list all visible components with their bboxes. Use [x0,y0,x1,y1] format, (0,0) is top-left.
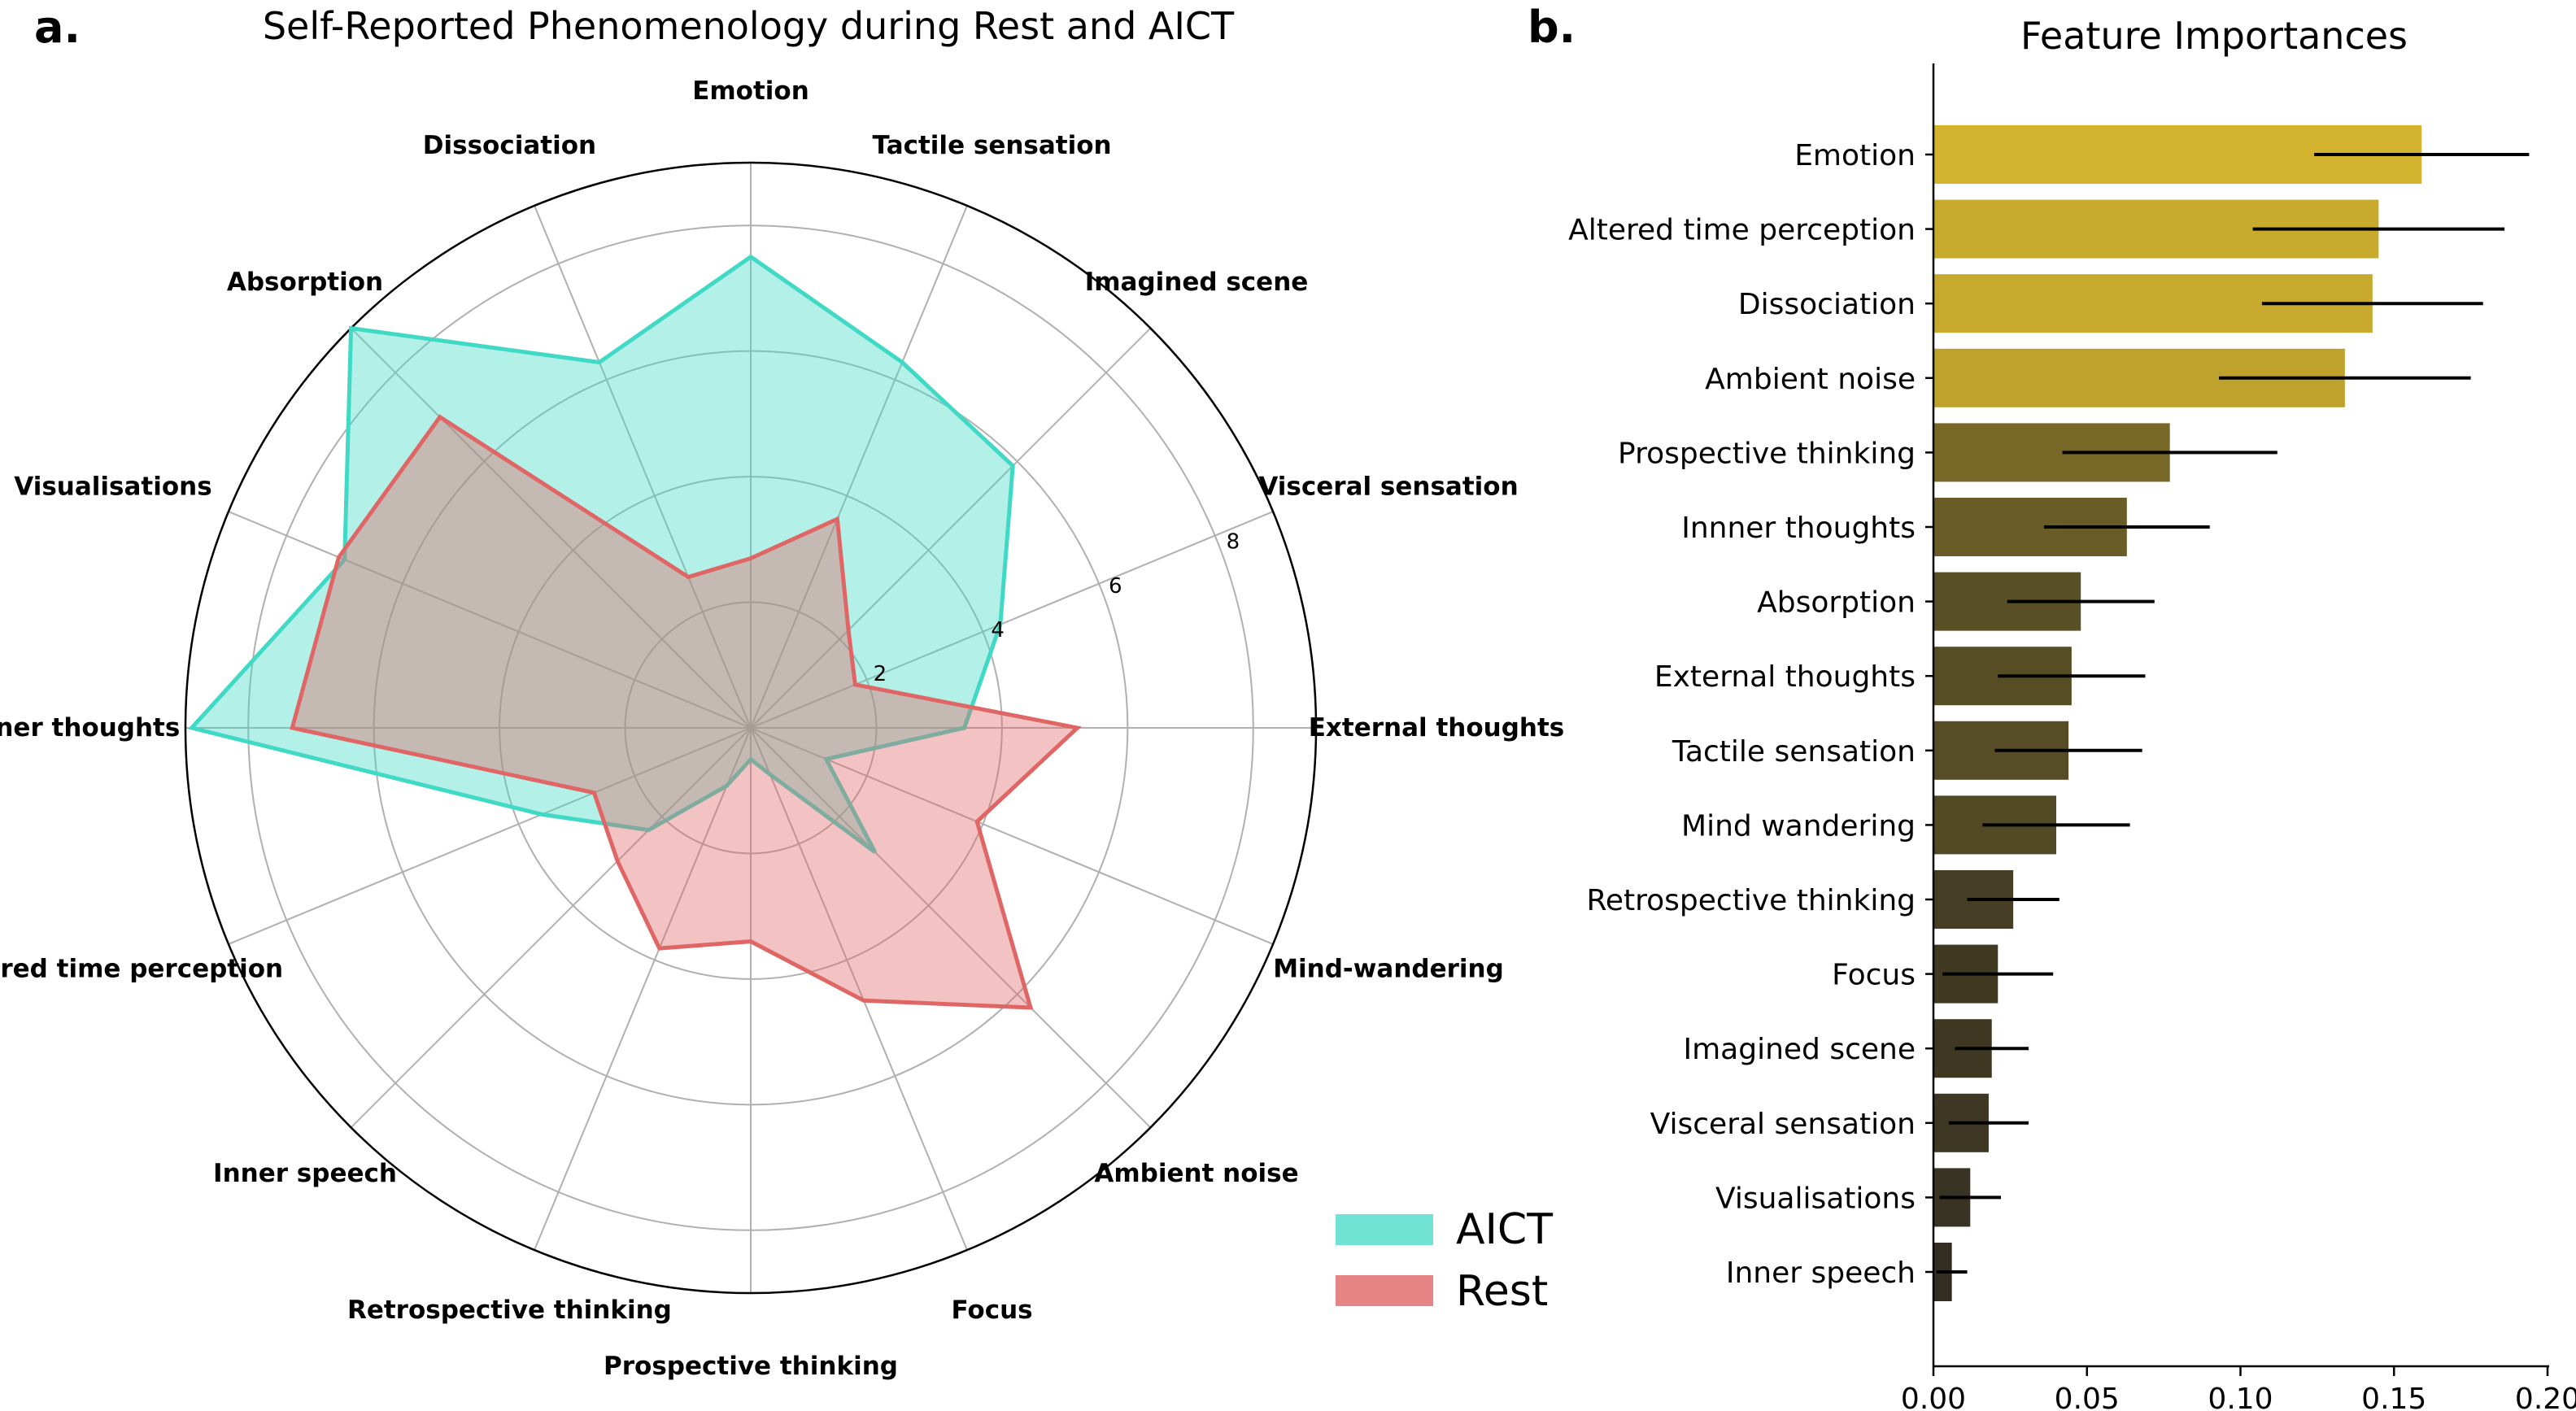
bar-category-label: Altered time perception [1568,214,1916,247]
radar-axis-label: Visceral sensation [1258,472,1518,501]
panel-b-letter: b. [1528,2,1576,53]
bar-category-label: Imagined scene [1683,1033,1916,1066]
bar-category-label: Visceral sensation [1650,1108,1916,1141]
radar-tick-label: 6 [1109,574,1122,599]
bar-category-label: Innner thoughts [1681,512,1916,545]
radar-axis-label: Focus [952,1296,1033,1325]
panel-a-letter: a. [34,2,81,53]
radar-spoke [350,327,752,729]
x-tick-label: 0.10 [2208,1383,2273,1411]
radar-spoke [750,727,968,1251]
x-tick-label: 0.05 [2055,1383,2120,1411]
radar-series-rest [290,414,1082,1010]
radar-axis-label: Emotion [692,76,809,106]
radar-axis-label: Innner thoughts [0,713,180,743]
radar-spoke [750,327,1152,729]
bar-category-label: Focus [1832,959,1916,992]
radar-spoke [534,205,752,729]
radar-axis-label: Visualisations [14,472,211,501]
legend-swatch-aict [1336,1214,1433,1245]
radar-axis-label: Altered time perception [0,955,283,984]
bar-category-label: Dissociation [1738,288,1916,321]
radar-axis-label: External thoughts [1309,713,1565,743]
radar-axis-label: Tactile sensation [873,131,1112,160]
radar-grid [184,161,1318,1295]
bar-category-label: Mind wandering [1681,809,1916,843]
radar-series-aict [188,254,1015,854]
radar-series [188,254,1082,1010]
bar-category-label: Tactile sensation [1672,735,1916,769]
radar-axis-label: Inner speech [213,1159,397,1188]
radar-spoke [228,727,752,945]
radar-spoke [750,727,1274,945]
bar-axes: 0.00 0.05 0.10 0.15 0.20 [1901,63,2576,1411]
radar-spoke [750,727,1152,1129]
radar-axis-label: Absorption [227,268,383,297]
radar-spoke [750,205,968,729]
bar-category-label: Absorption [1757,586,1916,620]
bar-category-label: Inner speech [1726,1256,1916,1290]
x-tick-label: 0.00 [1901,1383,1966,1411]
legend-label-rest: Rest [1456,1267,1548,1316]
radar-title: Self-Reported Phenomenology during Rest … [263,4,1235,48]
legend-label-aict: AICT [1456,1205,1553,1254]
radar-ring [373,350,1129,1106]
x-tick-label: 0.15 [2361,1383,2426,1411]
bar-category-label: Ambient noise [1705,363,1916,396]
radar-axis-label: Dissociation [423,131,596,160]
x-tick-label: 0.20 [2515,1383,2576,1411]
legend-swatch-rest [1336,1275,1433,1306]
radar-ring [499,476,1003,980]
radar-spoke [228,511,752,729]
radar-tick-label: 4 [991,618,1005,642]
radar-outer-ring [184,161,1318,1295]
bar-category-label: External thoughts [1654,660,1916,694]
radar-tick-label: 8 [1227,530,1240,555]
radar-axis-label: Mind-wandering [1273,955,1504,984]
bar-category-label: Emotion [1794,139,1916,172]
radar-spoke [750,511,1274,729]
bar-chart-title: Feature Importances [2020,14,2408,58]
radar-axis-label: Imagined scene [1085,268,1309,297]
radar-spoke [534,727,752,1251]
radar-ring [624,601,878,855]
radar-spoke [350,727,752,1129]
radar-axis-label: Retrospective thinking [347,1296,672,1325]
radar-ring [247,224,1254,1231]
radar-tick-label: 2 [874,662,887,686]
bar-category-label: Prospective thinking [1618,437,1916,470]
radar-axis-label: Prospective thinking [604,1352,898,1381]
bar-category-label: Retrospective thinking [1586,884,1916,917]
bar-category-label: Visualisations [1715,1182,1916,1215]
radar-axis-label: Ambient noise [1094,1159,1298,1188]
radar-legend: AICT Rest [1336,1205,1553,1316]
